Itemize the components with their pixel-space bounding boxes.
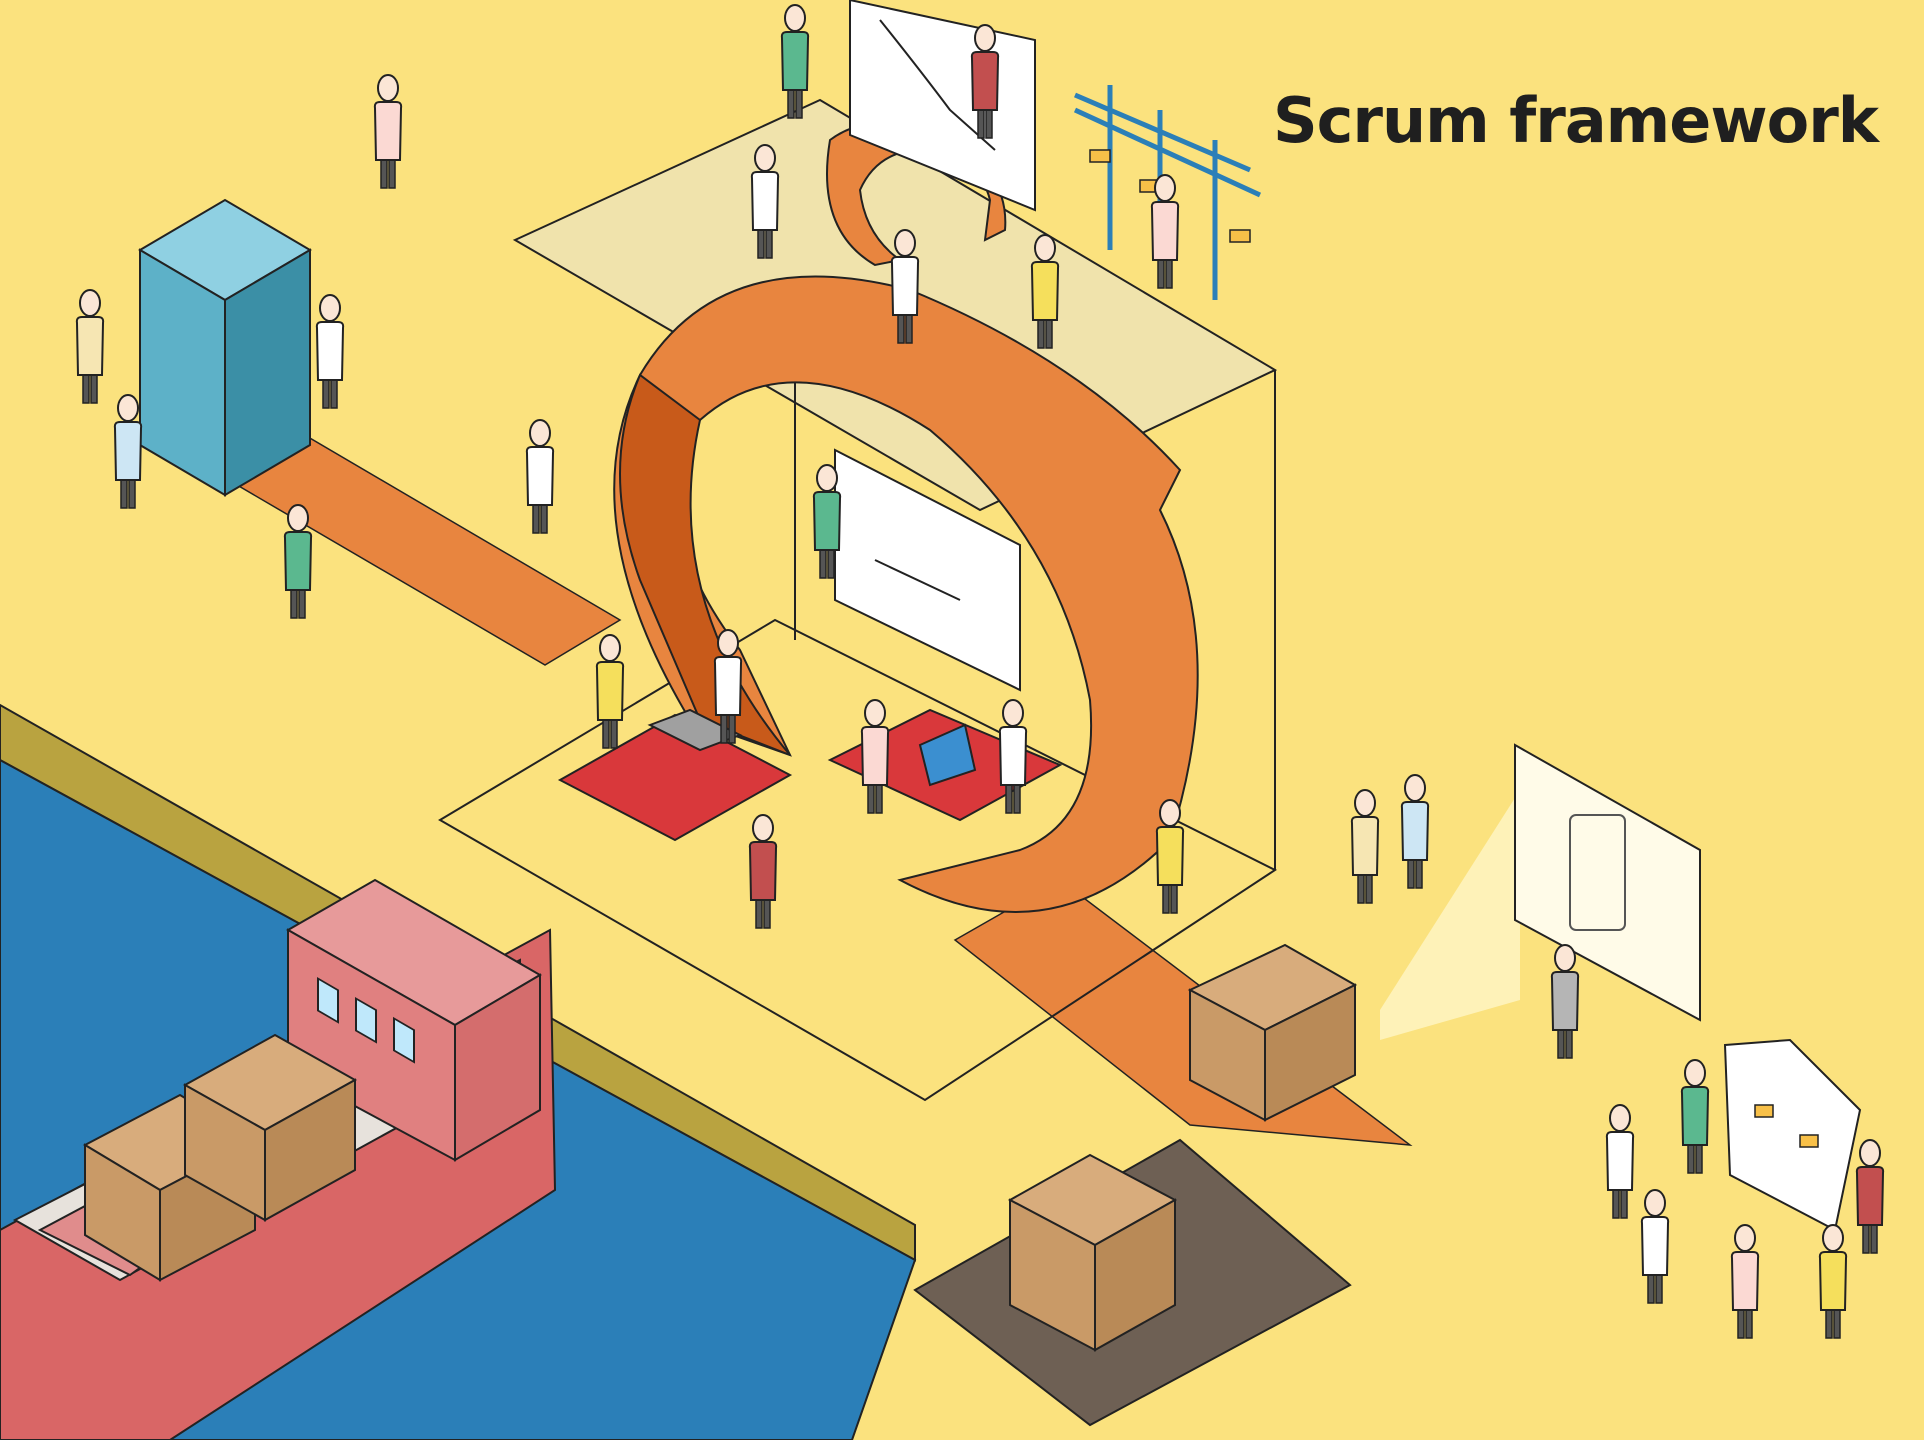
cabin-window [393, 1016, 415, 1064]
person-stakeholder [75, 289, 105, 404]
team-desk [557, 708, 793, 842]
laptop-icon [918, 723, 977, 787]
page-title: Scrum framework [1272, 84, 1879, 157]
review-board [1723, 1038, 1862, 1232]
person-product-owner [315, 294, 345, 409]
person-team-member [1155, 799, 1185, 914]
person-stakeholder [1730, 1224, 1760, 1339]
person-customer [1400, 774, 1430, 889]
person-stakeholder [1818, 1224, 1848, 1339]
person-customer [1350, 789, 1380, 904]
sprint-cycle-icon [613, 275, 1199, 913]
person-stakeholder [1680, 1059, 1710, 1174]
person-team-member [1150, 174, 1180, 289]
tablet-icon [1569, 814, 1626, 931]
ship-cargo-box [182, 1033, 358, 1222]
backlog-stack [138, 198, 312, 497]
cabin-window [355, 996, 377, 1044]
demo-screen [1380, 743, 1701, 1040]
person-team-member [283, 504, 313, 619]
shipping-pallet [913, 1138, 1352, 1427]
person-stakeholder [113, 394, 143, 509]
person-scrum-master [780, 4, 810, 119]
laptop-icon [647, 708, 743, 752]
person-stakeholder [373, 74, 403, 189]
person-stakeholder [1855, 1139, 1885, 1254]
person-developer [595, 634, 625, 749]
person-customer [1550, 944, 1580, 1059]
person-team-member [525, 419, 555, 534]
person-stakeholder [1640, 1189, 1670, 1304]
person-scrum-master [748, 814, 778, 929]
person-developer [860, 699, 890, 814]
cabin-window [317, 977, 339, 1024]
person-stakeholder [1605, 1104, 1635, 1219]
delivered-box [1187, 943, 1358, 1122]
